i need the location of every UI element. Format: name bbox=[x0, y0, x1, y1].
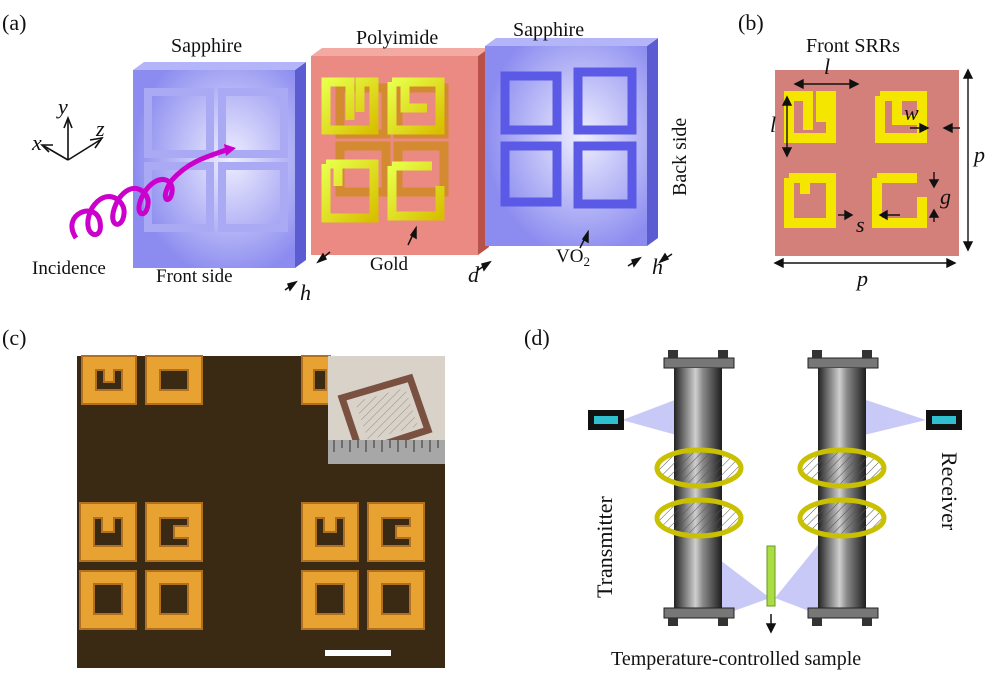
transmitter-label: Transmitter bbox=[592, 495, 617, 598]
left-sapphire-title: Sapphire bbox=[171, 35, 242, 57]
sample-label: Temperature-controlled sample bbox=[611, 648, 861, 670]
vo2-squares bbox=[500, 67, 637, 209]
vo2-label: VO2 bbox=[556, 246, 590, 269]
axis-z-label: z bbox=[95, 116, 105, 141]
h-left-label: h bbox=[300, 280, 311, 305]
axis-y-label: y bbox=[56, 94, 68, 119]
receiver-device bbox=[926, 410, 962, 430]
panel-c-label: (c) bbox=[2, 325, 26, 350]
axis-x-label: x bbox=[31, 130, 42, 155]
sample-holder bbox=[766, 545, 776, 607]
polyimide-title: Polyimide bbox=[356, 27, 438, 49]
g-label: g bbox=[940, 184, 951, 209]
d-label: d bbox=[468, 262, 480, 287]
panel-a: (a) Sapphire bbox=[2, 10, 691, 305]
p-bottom-label: p bbox=[855, 266, 868, 291]
sample-photo-inset bbox=[328, 356, 445, 464]
incidence-label: Incidence bbox=[32, 258, 106, 279]
coordinate-axes bbox=[40, 115, 104, 161]
srr-unit-cell bbox=[784, 91, 927, 228]
panel-d-label: (d) bbox=[524, 325, 550, 350]
panel-d: (d) bbox=[524, 325, 962, 670]
panel-b-title: Front SRRs bbox=[806, 35, 900, 57]
receiver-label: Receiver bbox=[937, 452, 962, 531]
back-side-label: Back side bbox=[669, 118, 691, 196]
panel-b-label: (b) bbox=[738, 10, 764, 35]
s-label: s bbox=[856, 212, 865, 237]
w-label: w bbox=[904, 100, 919, 125]
panel-c: (c) bbox=[2, 325, 445, 668]
right-sapphire-title: Sapphire bbox=[513, 19, 584, 41]
scale-bar bbox=[325, 650, 391, 656]
polyimide-slab bbox=[311, 48, 489, 255]
back-sapphire-slab bbox=[485, 38, 658, 246]
panel-a-label: (a) bbox=[2, 10, 26, 35]
wire-grid-polarizers bbox=[654, 447, 887, 539]
gold-label: Gold bbox=[370, 254, 409, 275]
h-right-label: h bbox=[652, 254, 663, 279]
transmitter-device bbox=[588, 410, 624, 430]
front-side-label: Front side bbox=[156, 266, 233, 287]
p-right-label: p bbox=[972, 142, 985, 167]
l-top-label: l bbox=[824, 54, 830, 79]
incidence-helix bbox=[69, 144, 236, 240]
l-left-label: l bbox=[770, 112, 776, 137]
micrograph-srrs bbox=[79, 355, 425, 630]
front-sapphire-slab bbox=[133, 62, 306, 268]
panel-b: (b) Front SRRs l l w p bbox=[738, 10, 985, 291]
gold-srr-array bbox=[321, 77, 445, 223]
